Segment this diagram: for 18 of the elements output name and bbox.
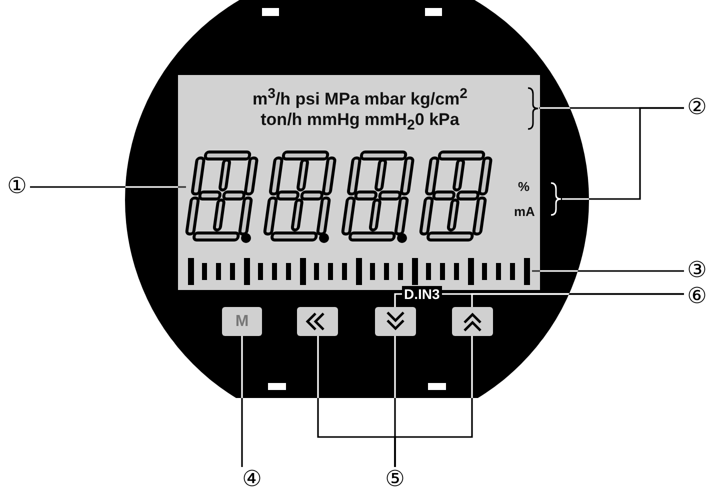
leader-line: [394, 336, 473, 467]
button: [452, 307, 493, 336]
leader-line: [241, 336, 243, 467]
function-label: D.IN3: [402, 286, 442, 302]
bracket: [528, 87, 539, 130]
bracket: [550, 182, 562, 216]
button: [375, 307, 416, 336]
unit-label: mA: [514, 204, 535, 219]
leader-line: [562, 107, 684, 200]
unit-label: m$^{3}$/h psi MPa mbar kg/cm$^{2}$: [251, 86, 469, 110]
leader-line: [532, 270, 684, 272]
unit-label: ton/h mmHg mmH$_{2}$0 kPa: [260, 110, 460, 134]
unit-label: %: [518, 179, 530, 194]
button: [297, 307, 338, 336]
segment-display: [184, 150, 493, 243]
bar-graph: [188, 258, 530, 285]
mode-button: M: [222, 307, 262, 336]
leader-line: [30, 186, 186, 188]
